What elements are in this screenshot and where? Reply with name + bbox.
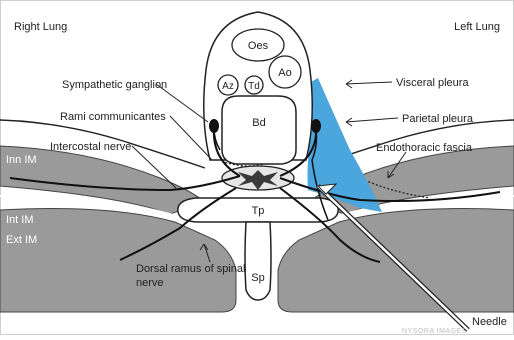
label-dorsal-ramus-line2: nerve <box>136 277 164 289</box>
label-sympathetic-ganglion: Sympathetic ganglion <box>62 79 167 91</box>
spinous-process <box>245 222 271 300</box>
ext-im-left <box>0 209 236 313</box>
label-inn-im: Inn IM <box>6 154 37 166</box>
label-td: Td <box>248 81 260 92</box>
label-visceral-pleura: Visceral pleura <box>396 77 469 89</box>
label-right-lung: Right Lung <box>14 21 67 33</box>
label-dorsal-ramus-line1: Dorsal ramus of spinal <box>136 263 245 275</box>
leader-visceral-pleura <box>346 82 392 84</box>
sympathetic-ganglion-left <box>209 119 219 133</box>
label-az: Az <box>222 81 234 92</box>
label-ext-im: Ext IM <box>6 234 37 246</box>
label-left-lung: Left Lung <box>454 21 500 33</box>
label-int-im: Int IM <box>6 214 34 226</box>
label-oes: Oes <box>248 40 269 52</box>
leader-parietal-pleura <box>346 118 398 122</box>
vertebral-body <box>222 96 296 164</box>
label-parietal-pleura: Parietal pleura <box>402 113 474 125</box>
label-endothoracic-fascia: Endothoracic fascia <box>376 142 473 154</box>
label-sp: Sp <box>251 272 264 284</box>
sympathetic-ganglion-right <box>311 119 321 133</box>
label-tp: Tp <box>252 205 265 217</box>
label-bd: Bd <box>252 117 265 129</box>
label-rami-communicantes: Rami communicantes <box>60 111 166 123</box>
watermark: NYSORA IMAGES <box>402 328 467 335</box>
label-ao: Ao <box>278 67 291 79</box>
label-intercostal-nerve: Intercostal nerve <box>50 141 131 153</box>
label-needle: Needle <box>472 316 507 328</box>
